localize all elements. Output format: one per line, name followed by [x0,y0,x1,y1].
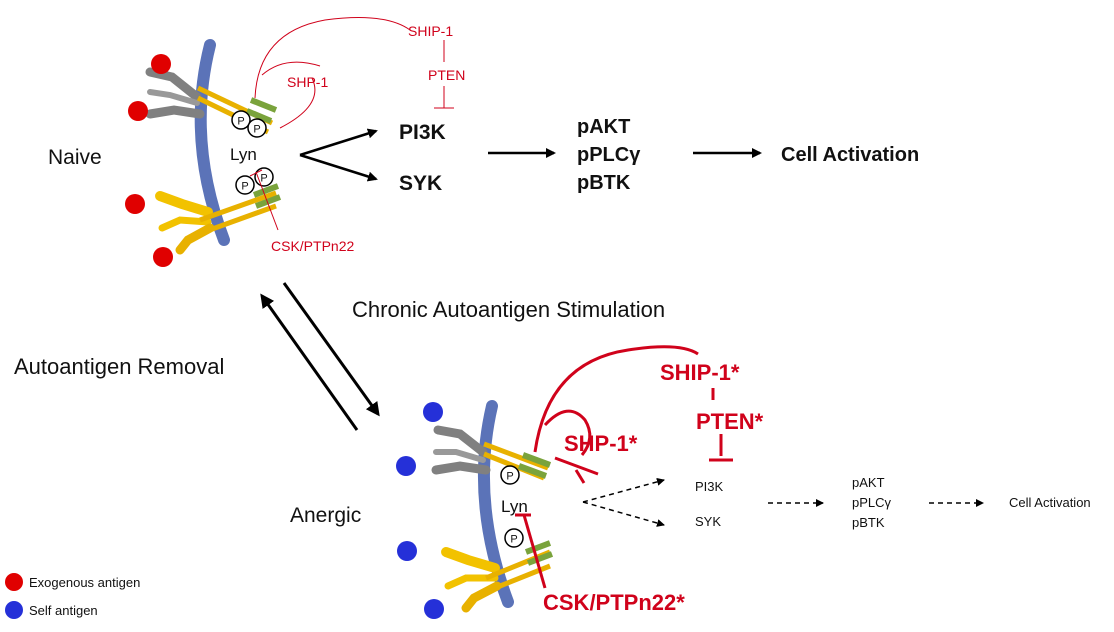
legend-exogenous-swatch [5,573,23,591]
self-antigen [424,599,444,619]
naive-shp1-label: SHP-1 [287,74,328,90]
autoantigen-removal-label: Autoantigen Removal [14,354,224,379]
naive-downstream-2: pPLCγ [577,144,641,166]
anergic-membrane [477,400,514,608]
naive-pten-label: PTEN [428,67,465,83]
naive-inhibition-lines [249,17,454,231]
naive-lyn-label: Lyn [230,145,257,164]
legend-exogenous-label: Exogenous antigen [29,575,140,590]
anergic-shp1-label: SHP-1* [564,431,638,456]
naive-phospho-top: P P [231,110,267,138]
svg-text:P: P [506,471,513,483]
naive-downstream-1: pAKT [577,116,630,138]
anergic-receptor-bottom [441,540,554,613]
exogenous-antigen [128,101,148,121]
legend-self-swatch [5,601,23,619]
chronic-stimulation-arrow [282,282,380,417]
anergic-panel: Anergic P P [290,345,1091,619]
anergic-pten-label: PTEN* [696,409,764,434]
legend-self-label: Self antigen [29,603,98,618]
anergic-arrow-pi3k [582,477,665,503]
svg-text:P: P [260,173,267,185]
naive-outcome-label: Cell Activation [781,144,919,166]
anergic-pi3k-label: PI3K [695,479,724,494]
anergic-downstream-3: pBTK [852,515,885,530]
anergic-receptor-top [431,425,552,481]
naive-label: Naive [48,146,102,169]
naive-ship1-label: SHIP-1 [408,23,453,39]
svg-text:P: P [510,534,517,546]
anergic-label: Anergic [290,504,361,527]
anergic-phospho-top: P [500,465,520,485]
anergic-csk-label: CSK/PTPn22* [543,590,685,615]
svg-text:P: P [237,116,244,128]
anergic-downstream-1: pAKT [852,475,885,490]
legend: Exogenous antigen Self antigen [5,573,140,619]
self-antigen [423,402,443,422]
naive-csk-label: CSK/PTPn22 [271,238,354,254]
exogenous-antigen [151,54,171,74]
naive-downstream-3: pBTK [577,172,631,194]
exogenous-antigen [125,194,145,214]
naive-syk-label: SYK [399,172,442,195]
svg-text:P: P [241,181,248,193]
anergic-outcome-label: Cell Activation [1009,495,1091,510]
naive-arrow-pi3k [299,128,378,157]
anergic-syk-label: SYK [695,514,721,529]
autoantigen-removal-arrow [260,293,359,431]
svg-text:P: P [253,124,260,136]
naive-pi3k-label: PI3K [399,121,446,144]
naive-panel: Naive P [48,17,919,267]
naive-receptor-bottom [155,183,282,255]
chronic-stimulation-label: Chronic Autoantigen Stimulation [352,297,665,322]
exogenous-antigen [153,247,173,267]
anergic-lyn-label: Lyn [501,497,528,516]
anergic-arrow-syk [582,501,665,527]
anergic-phospho-bottom: P [504,528,524,548]
self-antigen [396,456,416,476]
anergic-ship1-label: SHIP-1* [660,360,740,385]
self-antigen [397,541,417,561]
anergic-inhibition-lines [515,345,733,589]
anergic-downstream-2: pPLCγ [852,495,892,510]
naive-arrow-syk [299,153,378,182]
transition-arrows: Chronic Autoantigen Stimulation Autoanti… [14,282,665,431]
